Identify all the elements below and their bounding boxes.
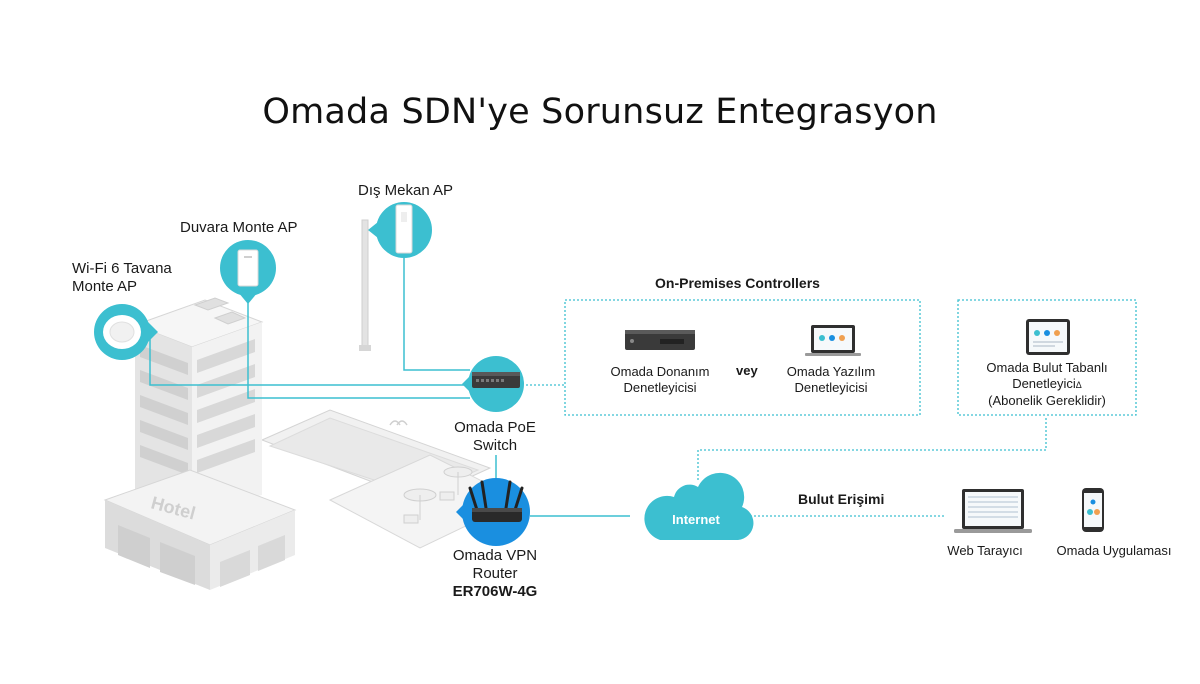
hardware-controller-label: Omada Donanım Denetleyicisi	[610, 364, 710, 395]
cloud-controller-line2: DenetleyiciΔ	[958, 376, 1136, 393]
poe-switch-device[interactable]	[462, 356, 524, 412]
hardware-controller-device[interactable]	[625, 330, 695, 350]
router-label-line1: Omada VPN	[452, 547, 538, 564]
router-label-line2: Router	[472, 565, 518, 582]
cloud-access-label: Bulut Erişimi	[798, 491, 885, 507]
ceiling-ap-device[interactable]	[94, 304, 158, 360]
vpn-router-device[interactable]	[456, 478, 530, 546]
poe-switch-label: Omada PoE Switch	[454, 419, 536, 454]
internet-cloud	[644, 472, 754, 540]
internet-label: Internet	[672, 512, 720, 527]
or-label: vey	[736, 363, 758, 378]
cloud-controller-line2-text: Denetleyici	[1012, 376, 1076, 391]
outdoor-pole	[359, 219, 371, 351]
wall-ap-device[interactable]	[220, 240, 276, 304]
cloud-controller-tablet[interactable]	[1026, 319, 1070, 355]
connection-lines	[149, 258, 630, 517]
cloud-controller-box	[957, 299, 1137, 416]
outdoor-ap-label: Dış Mekan AP	[358, 182, 454, 199]
pool-area	[260, 409, 522, 549]
dotted-lines	[526, 299, 1137, 517]
router-model: ER706W-4G	[452, 583, 538, 600]
wall-ap-label: Duvara Monte AP	[180, 219, 298, 236]
omada-app-label: Omada Uygulaması	[1056, 543, 1172, 558]
on-premises-box	[564, 299, 921, 416]
software-controller-laptop[interactable]	[805, 325, 861, 356]
cloud-controller-line3: (Abonelik Gereklidir)	[988, 393, 1106, 408]
web-browser-laptop[interactable]	[954, 489, 1032, 533]
omada-app-phone[interactable]	[1082, 488, 1104, 532]
footnote-mark: Δ	[1075, 380, 1082, 390]
hotel-building: Hotel	[103, 297, 297, 590]
software-controller-label: Omada Yazılım Denetleyicisi	[786, 364, 876, 395]
cloud-controller-line1: Omada Bulut Tabanlı	[986, 360, 1108, 375]
outdoor-ap-device[interactable]	[368, 202, 432, 258]
cloud-controller-label: Omada Bulut Tabanlı DenetleyiciΔ (Abonel…	[958, 360, 1136, 409]
page-title: Omada SDN'ye Sorunsuz Entegrasyon	[262, 92, 938, 132]
on-premises-heading: On-Premises Controllers	[655, 275, 820, 291]
web-browser-label: Web Tarayıcı	[947, 543, 1023, 558]
ceiling-ap-label: Wi-Fi 6 Tavana Monte AP	[72, 260, 172, 295]
